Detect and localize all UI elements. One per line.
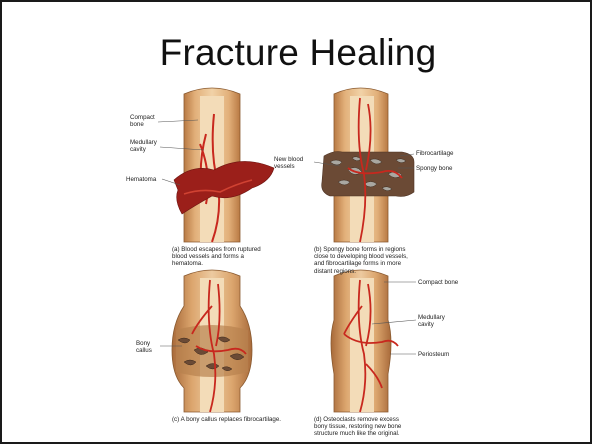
label-compact-bone-d: Compact bone xyxy=(418,279,458,286)
label-hematoma: Hematoma xyxy=(126,176,156,183)
label-medullary-cavity-a: Medullary cavity xyxy=(130,139,157,153)
panel-c-illustration xyxy=(160,270,252,412)
caption-b: (b) Spongy bone forms in regions close t… xyxy=(314,246,464,275)
panel-a-illustration xyxy=(158,88,274,242)
label-new-blood-vessels: New blood vessels xyxy=(274,156,303,170)
panel-b-illustration xyxy=(314,88,414,242)
label-spongy-bone: Spongy bone xyxy=(416,165,452,172)
fracture-healing-figure: Compact bone Medullary cavity Hematoma (… xyxy=(102,84,482,444)
label-bony-callus: Bony callus xyxy=(136,340,152,354)
caption-c: (c) A bony callus replaces fibrocartilag… xyxy=(172,416,322,423)
slide-title: Fracture Healing xyxy=(2,32,592,74)
label-compact-bone-a: Compact bone xyxy=(130,114,155,128)
caption-a: (a) Blood escapes from ruptured blood ve… xyxy=(172,246,302,268)
caption-d: (d) Osteoclasts remove excess bony tissu… xyxy=(314,416,464,438)
label-periosteum: Periosteum xyxy=(418,351,449,358)
label-medullary-cavity-d: Medullary cavity xyxy=(418,314,445,328)
label-fibrocartilage: Fibrocartilage xyxy=(416,150,454,157)
panel-d-illustration xyxy=(331,270,416,412)
